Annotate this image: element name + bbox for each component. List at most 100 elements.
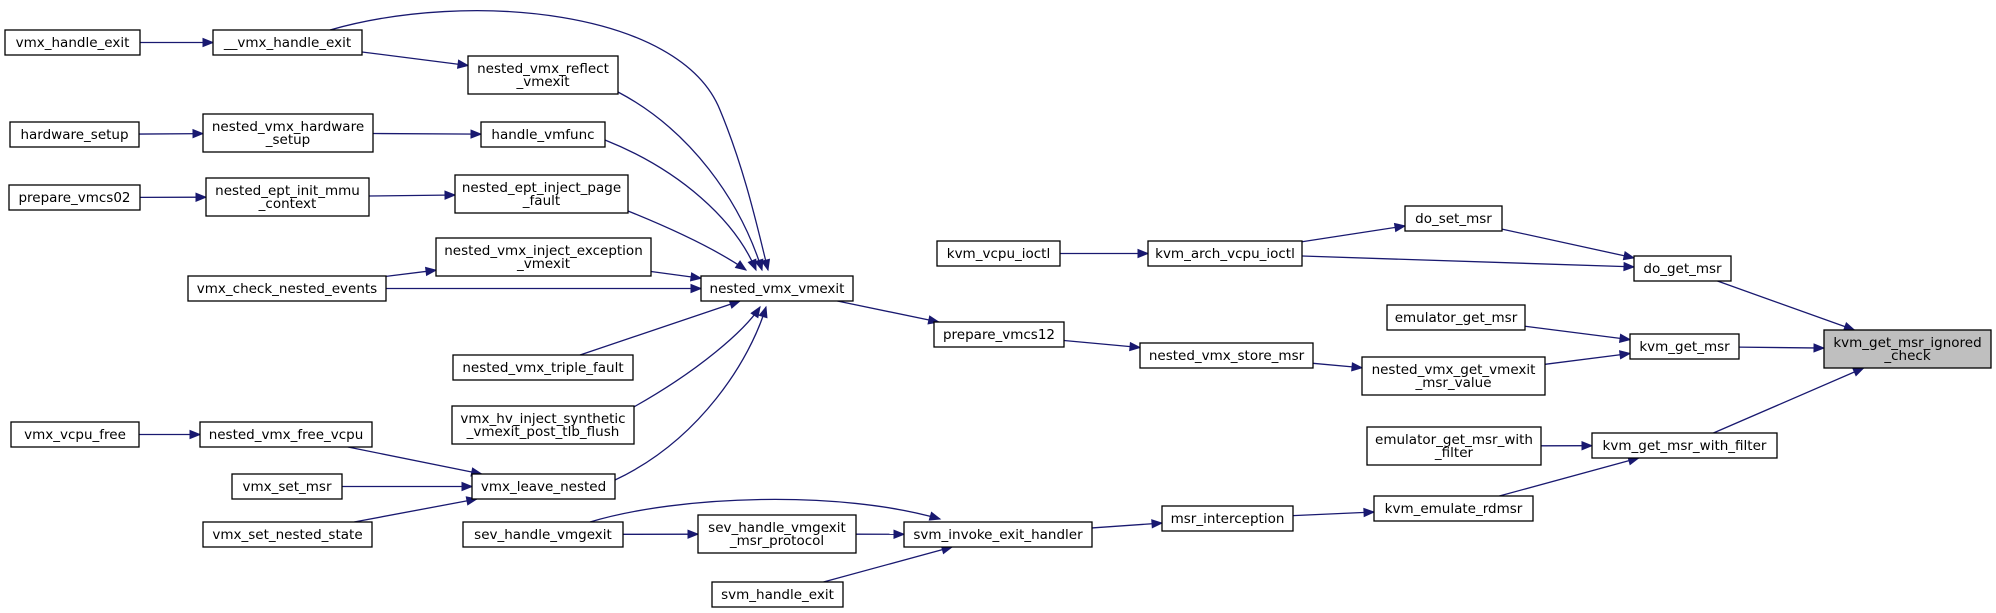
edge-nested_ept_init_mmu_context-to-nested_ept_inject_page_fault xyxy=(368,190,457,200)
node-vmx-check-nested-events[interactable]: vmx_check_nested_events xyxy=(187,275,387,302)
node-vmx-handle-exit[interactable]: vmx_handle_exit xyxy=(4,29,141,56)
edge-do_set_msr-to-do_get_msr xyxy=(1501,228,1636,261)
node-label: _setup xyxy=(265,132,311,148)
node-box xyxy=(1591,432,1778,459)
node-sev-handle-vmgexit[interactable]: sev_handle_vmgexit xyxy=(462,521,624,548)
arrowhead xyxy=(1622,251,1636,261)
arrowhead xyxy=(1618,350,1632,360)
node-box xyxy=(452,354,634,381)
node-label: _msr_value xyxy=(1414,375,1491,391)
node-kvm-arch-vcpu-ioctl[interactable]: kvm_arch_vcpu_ioctl xyxy=(1147,240,1303,267)
node---vmx-handle-exit[interactable]: __vmx_handle_exit xyxy=(212,29,363,56)
arrowhead xyxy=(192,128,205,139)
edge-emulator_get_msr_with_filter-to-kvm_get_msr_with_filter xyxy=(1540,440,1594,451)
node-box xyxy=(1386,304,1526,331)
node-label: kvm_vcpu_ioctl xyxy=(947,246,1050,262)
node-do-get-msr[interactable]: do_get_msr xyxy=(1633,255,1732,282)
edge-nested_ept_inject_page_fault-to-nested_vmx_vmexit xyxy=(627,210,748,271)
node-label: do_set_msr xyxy=(1415,211,1492,227)
node-nested-vmx-triple-fault[interactable]: nested_vmx_triple_fault xyxy=(452,354,634,381)
node-svm-invoke-exit-handler[interactable]: svm_invoke_exit_handler xyxy=(903,521,1093,548)
node-box xyxy=(10,421,140,448)
arrowhead xyxy=(1351,362,1364,372)
edge-nested_vmx_inject_exception_vmexit-to-nested_vmx_vmexit xyxy=(650,270,703,282)
node-nested-vmx-store-msr[interactable]: nested_vmx_store_msr xyxy=(1139,342,1314,369)
node-nested-vmx-vmexit[interactable]: nested_vmx_vmexit xyxy=(700,275,854,302)
node-vmx-hv-inject-synthetic-vmexit-post-tlb-flush[interactable]: vmx_hv_inject_synthetic_vmexit_post_tlb_… xyxy=(451,405,635,445)
node-label: __vmx_handle_exit xyxy=(223,35,351,51)
node-kvm-get-msr[interactable]: kvm_get_msr xyxy=(1629,333,1740,360)
arrowhead xyxy=(202,37,215,48)
edge-do_get_msr-to-kvm_get_msr_ignored_check xyxy=(1717,280,1856,331)
node-label: nested_vmx_hardware xyxy=(212,119,364,135)
arrowhead xyxy=(750,305,761,319)
arrowhead xyxy=(760,258,771,272)
node-box xyxy=(711,581,844,608)
node-emulator-get-msr[interactable]: emulator_get_msr xyxy=(1386,304,1526,331)
edge-nested_vmx_store_msr-to-nested_vmx_get_vmexit_msr_value xyxy=(1312,362,1364,372)
node-sev-handle-vmgexit-msr-protocol[interactable]: sev_handle_vmgexit_msr_protocol xyxy=(697,514,857,554)
node-nested-ept-inject-page-fault[interactable]: nested_ept_inject_page_fault xyxy=(454,174,629,214)
edge-nested_vmx_triple_fault-to-nested_vmx_vmexit xyxy=(579,299,742,356)
node-prepare-vmcs12[interactable]: prepare_vmcs12 xyxy=(933,321,1065,348)
node-box xyxy=(471,473,616,500)
node-label: sev_handle_vmgexit xyxy=(708,520,846,536)
node-nested-ept-init-mmu-context[interactable]: nested_ept_init_mmu_context xyxy=(205,177,370,217)
arrowhead xyxy=(1393,222,1407,233)
node-label: vmx_leave_nested xyxy=(481,479,606,495)
edge-vmx_check_nested_events-to-nested_vmx_vmexit xyxy=(386,283,703,294)
node-vmx-set-nested-state[interactable]: vmx_set_nested_state xyxy=(202,521,373,548)
node-handle-vmfunc[interactable]: handle_vmfunc xyxy=(480,121,606,148)
node-box xyxy=(1139,342,1314,369)
node-label: kvm_arch_vcpu_ioctl xyxy=(1155,246,1295,262)
node-emulator-get-msr-with-filter[interactable]: emulator_get_msr_with_filter xyxy=(1366,426,1542,466)
node-kvm-get-msr-with-filter[interactable]: kvm_get_msr_with_filter xyxy=(1591,432,1778,459)
node-label: handle_vmfunc xyxy=(491,127,594,143)
node-svm-handle-exit[interactable]: svm_handle_exit xyxy=(711,581,844,608)
node-kvm-vcpu-ioctl[interactable]: kvm_vcpu_ioctl xyxy=(936,240,1061,267)
arrowhead xyxy=(1129,341,1142,352)
arrowhead xyxy=(754,258,764,272)
edge-nested_vmx_vmexit-to-prepare_vmcs12 xyxy=(837,300,940,325)
node-label: msr_interception xyxy=(1171,511,1285,527)
node-nested-vmx-free-vcpu[interactable]: nested_vmx_free_vcpu xyxy=(199,421,373,448)
node-hardware-setup[interactable]: hardware_setup xyxy=(9,121,140,148)
edge-nested_vmx_free_vcpu-to-vmx_leave_nested xyxy=(347,446,483,477)
arrowhead xyxy=(690,283,703,294)
edge-vmx_set_nested_state-to-vmx_leave_nested xyxy=(354,496,479,523)
node-label: _check xyxy=(1883,348,1930,364)
edge-vmx_check_nested_events-to-nested_vmx_inject_exception_vmexit xyxy=(385,266,438,277)
node-nested-vmx-inject-exception-vmexit[interactable]: nested_vmx_inject_exception_vmexit xyxy=(435,237,652,277)
edge-kvm_vcpu_ioctl-to-kvm_arch_vcpu_ioctl xyxy=(1060,248,1150,259)
arrowhead xyxy=(734,260,748,271)
node-box xyxy=(1404,205,1503,232)
node-box xyxy=(212,29,363,56)
node-box xyxy=(1147,240,1303,267)
arrowhead xyxy=(1581,440,1594,451)
node-vmx-leave-nested[interactable]: vmx_leave_nested xyxy=(471,473,616,500)
node-label: svm_invoke_exit_handler xyxy=(913,527,1083,543)
node-box xyxy=(1629,333,1740,360)
node-box xyxy=(8,184,141,211)
node-label: sev_handle_vmgexit xyxy=(474,527,612,543)
node-prepare-vmcs02[interactable]: prepare_vmcs02 xyxy=(8,184,141,211)
arrowhead xyxy=(1363,507,1376,518)
node-kvm-get-msr-ignored-check[interactable]: kvm_get_msr_ignored_check xyxy=(1823,329,1992,369)
node-box xyxy=(1361,356,1546,396)
node-vmx-set-msr[interactable]: vmx_set_msr xyxy=(231,473,343,500)
arrowhead xyxy=(1852,367,1865,377)
node-box xyxy=(480,121,606,148)
node-kvm-emulate-rdmsr[interactable]: kvm_emulate_rdmsr xyxy=(1373,495,1534,522)
node-nested-vmx-reflect-vmexit[interactable]: nested_vmx_reflect_vmexit xyxy=(467,55,619,95)
node-do-set-msr[interactable]: do_set_msr xyxy=(1404,205,1503,232)
node-nested-vmx-hardware-setup[interactable]: nested_vmx_hardware_setup xyxy=(202,113,374,153)
node-msr-interception[interactable]: msr_interception xyxy=(1161,505,1294,532)
arrowhead xyxy=(1813,343,1826,353)
node-vmx-vcpu-free[interactable]: vmx_vcpu_free xyxy=(10,421,140,448)
node-label: nested_ept_init_mmu xyxy=(215,183,360,199)
edge-nested_vmx_get_vmexit_msr_value-to-kvm_get_msr xyxy=(1544,350,1632,365)
node-box xyxy=(435,237,652,277)
node-nested-vmx-get-vmexit-msr-value[interactable]: nested_vmx_get_vmexit_msr_value xyxy=(1361,356,1546,396)
node-label: vmx_handle_exit xyxy=(16,35,130,51)
node-label: nested_vmx_triple_fault xyxy=(462,360,623,376)
